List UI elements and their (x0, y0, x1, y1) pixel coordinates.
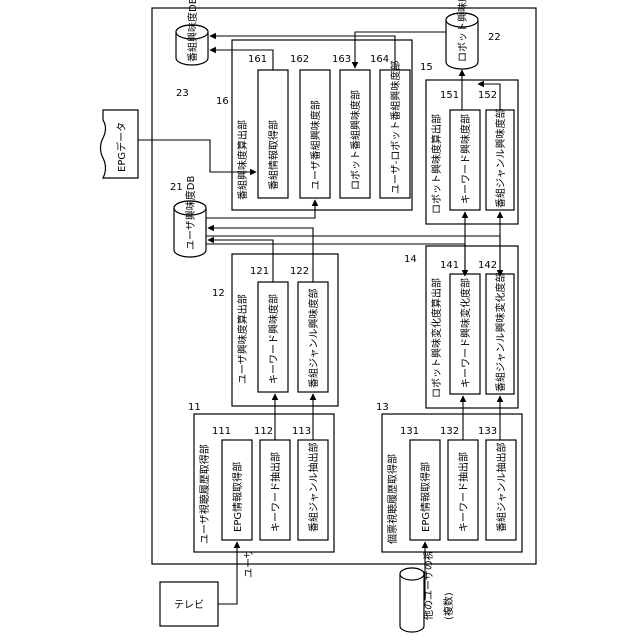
other-history-note: (複数) (442, 592, 455, 620)
svg-text:131: 131 (400, 426, 419, 437)
svg-text:ユーザ興味度算出部: ユーザ興味度算出部 (236, 294, 249, 384)
svg-text:キーワード興味度部: キーワード興味度部 (459, 114, 472, 204)
svg-text:22: 22 (488, 32, 501, 43)
svg-text:EPG情報取得部: EPG情報取得部 (419, 462, 432, 532)
svg-text:ユーザ-ロボット番組興味度部: ユーザ-ロボット番組興味度部 (389, 61, 402, 194)
svg-text:162: 162 (290, 54, 309, 65)
svg-text:112: 112 (254, 426, 273, 437)
svg-text:121: 121 (250, 266, 269, 277)
svg-text:23: 23 (176, 88, 189, 99)
svg-text:キーワード興味変化度部: キーワード興味変化度部 (459, 278, 472, 388)
svg-text:ユーザ視聴履歴取得部: ユーザ視聴履歴取得部 (198, 444, 211, 544)
svg-text:ユーザ興味度DB: ユーザ興味度DB (184, 175, 197, 250)
svg-text:14: 14 (404, 254, 417, 265)
svg-text:11: 11 (188, 402, 201, 413)
svg-text:163: 163 (332, 54, 351, 65)
svg-text:164: 164 (370, 54, 389, 65)
db-23-program-interest: 番組興味度DB 23 (176, 0, 208, 99)
svg-text:番組興味度DB: 番組興味度DB (186, 0, 199, 62)
svg-text:ロボット興味度算出部: ロボット興味度算出部 (430, 114, 443, 214)
svg-text:21: 21 (170, 182, 183, 193)
svg-text:113: 113 (292, 426, 311, 437)
db-22-robot-interest: ロボット興味度DB 22 (446, 0, 501, 69)
svg-text:ロボット興味度DB: ロボット興味度DB (456, 0, 469, 62)
svg-text:151: 151 (440, 90, 459, 101)
epg-data-document: EPGデータ (101, 110, 139, 178)
db-21-user-interest: ユーザ興味度DB 21 (170, 175, 206, 257)
epg-data-label: EPGデータ (115, 122, 128, 172)
svg-text:番組ジャンル抽出部: 番組ジャンル抽出部 (307, 443, 320, 533)
svg-text:ロボット興味変化度算出部: ロボット興味変化度算出部 (430, 278, 443, 398)
svg-text:12: 12 (212, 288, 225, 299)
svg-text:122: 122 (290, 266, 309, 277)
svg-text:番組情報取得部: 番組情報取得部 (267, 120, 280, 190)
svg-text:キーワード抽出部: キーワード抽出部 (269, 452, 282, 532)
svg-text:番組ジャンル抽出部: 番組ジャンル抽出部 (495, 443, 508, 533)
svg-text:番組ジャンル興味度部: 番組ジャンル興味度部 (307, 289, 320, 389)
svg-text:キーワード抽出部: キーワード抽出部 (457, 452, 470, 532)
svg-text:番組興味度算出部: 番組興味度算出部 (236, 120, 249, 200)
svg-text:番組ジャンル興味度部: 番組ジャンル興味度部 (494, 109, 507, 209)
svg-text:142: 142 (478, 260, 497, 271)
tv-label: テレビ (174, 599, 204, 611)
svg-text:キーワード興味度部: キーワード興味度部 (267, 294, 280, 384)
svg-text:133: 133 (478, 426, 497, 437)
svg-text:13: 13 (376, 402, 389, 413)
svg-text:161: 161 (248, 54, 267, 65)
tv-box: テレビ (160, 582, 218, 626)
svg-text:132: 132 (440, 426, 459, 437)
svg-text:15: 15 (420, 62, 433, 73)
svg-text:個票視聴履歴取得部: 個票視聴履歴取得部 (386, 454, 399, 544)
svg-text:141: 141 (440, 260, 459, 271)
svg-text:16: 16 (216, 96, 229, 107)
svg-text:ユーザ番組興味度部: ユーザ番組興味度部 (309, 100, 322, 190)
svg-text:番組ジャンル興味変化度部: 番組ジャンル興味変化度部 (494, 273, 507, 393)
svg-text:ロボット番組興味度部: ロボット番組興味度部 (349, 90, 362, 190)
svg-text:EPG情報取得部: EPG情報取得部 (231, 462, 244, 532)
svg-text:111: 111 (212, 426, 231, 437)
svg-text:152: 152 (478, 90, 497, 101)
